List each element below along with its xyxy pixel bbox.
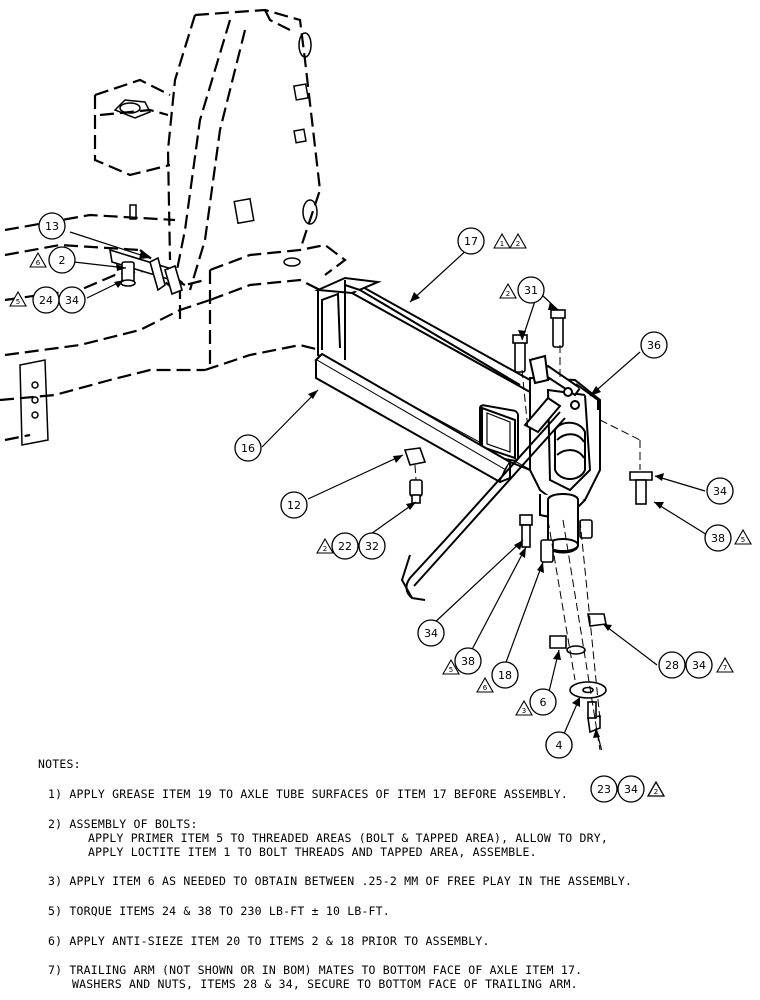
note-7-line-1: 7) TRAILING ARM (NOT SHOWN OR IN BOM) MA… — [48, 963, 583, 977]
callout-34-e: 34 — [617, 775, 645, 803]
callout-32-label: 32 — [365, 540, 379, 553]
note-2-line-2: APPLY LOCTITE ITEM 1 TO BOLT THREADS AND… — [88, 845, 537, 859]
note-6: 6) APPLY ANTI-SIEZE ITEM 20 TO ITEMS 2 &… — [48, 934, 490, 948]
callout-18-label: 18 — [498, 669, 512, 682]
callout-4-label-group: 4 — [545, 740, 573, 759]
callout-34-d-label: 34 — [692, 659, 706, 672]
callout-13-label: 13 — [45, 220, 59, 233]
flag-17-b: 2 — [509, 232, 527, 249]
tie-rod — [400, 396, 566, 601]
svg-text:2: 2 — [654, 788, 658, 796]
flag-38-b: 5 — [442, 658, 460, 675]
flag-31: 2 — [499, 282, 517, 299]
callout-28-label: 28 — [665, 659, 679, 672]
svg-text:2: 2 — [506, 290, 510, 298]
lower-callouts: 4 23 34 2 — [545, 740, 666, 803]
callout-balloons: 13 2 24 34 16 17 31 36 12 22 32 34 38 34… — [32, 212, 734, 750]
callout-23: 23 — [590, 775, 618, 803]
svg-text:2: 2 — [516, 240, 520, 248]
callout-24: 24 — [32, 286, 60, 314]
callout-4-label: 4 — [556, 740, 563, 752]
callout-17: 17 — [457, 227, 485, 255]
svg-text:6: 6 — [36, 259, 41, 267]
flag-6: 3 — [515, 699, 533, 716]
flag-24: 5 — [9, 290, 27, 307]
note-5: 5) TORQUE ITEMS 24 & 38 TO 230 LB-FT ± 1… — [48, 904, 390, 918]
callout-16: 16 — [234, 434, 262, 462]
callout-18: 18 — [491, 661, 519, 689]
callout-31: 31 — [517, 276, 545, 304]
centerlines — [414, 345, 641, 750]
arrowheads — [114, 251, 664, 738]
callout-22-label: 22 — [338, 540, 352, 553]
flag-17-a: 1 — [493, 232, 511, 249]
frame-details — [19, 32, 318, 446]
callout-34-e-label: 34 — [624, 783, 638, 796]
callout-38-b: 38 — [454, 647, 482, 675]
callout-34-c: 34 — [417, 619, 445, 647]
note-flags: 1 2 6 5 2 2 5 5 6 3 7 — [9, 232, 752, 716]
callout-23-label: 23 — [597, 783, 611, 796]
callout-6: 6 — [529, 688, 557, 716]
pin-item-2 — [108, 248, 183, 296]
svg-text:5: 5 — [16, 298, 20, 306]
callout-2: 2 — [48, 246, 76, 274]
flag-2: 6 — [29, 251, 47, 268]
flag-38-a: 5 — [734, 528, 752, 545]
callout-36-label: 36 — [647, 339, 661, 352]
svg-text:2: 2 — [323, 545, 327, 553]
callout-24-label: 24 — [39, 294, 53, 307]
callout-2-label: 2 — [59, 254, 66, 267]
callout-38-a-label: 38 — [711, 532, 725, 545]
callout-34-a: 34 — [58, 286, 86, 314]
svg-text:6: 6 — [483, 684, 488, 692]
note-2-title: 2) ASSEMBLY OF BOLTS: — [48, 817, 198, 831]
callout-34-d: 34 — [685, 651, 713, 679]
callout-22: 22 — [331, 532, 359, 560]
svg-text:5: 5 — [449, 666, 453, 674]
callout-17-label: 17 — [464, 235, 478, 248]
callout-34-b-label: 34 — [713, 485, 727, 498]
flag-22: 2 — [316, 537, 334, 554]
callout-38-b-label: 38 — [461, 655, 475, 668]
flag-23: 2 — [646, 780, 666, 797]
svg-text:5: 5 — [741, 536, 745, 544]
note-2-line-1: APPLY PRIMER ITEM 5 TO THREADED AREAS (B… — [88, 831, 609, 845]
callout-16-label: 16 — [241, 442, 255, 455]
svg-text:3: 3 — [522, 707, 526, 715]
flag-18: 6 — [476, 676, 494, 693]
callout-34-c-label: 34 — [424, 627, 438, 640]
callout-13: 13 — [38, 212, 66, 240]
callout-38-a: 38 — [704, 524, 732, 552]
flat-bar-item-16 — [314, 352, 512, 484]
svg-text:1: 1 — [500, 240, 504, 248]
exploded-assembly-drawing: 13 2 24 34 16 17 31 36 12 22 32 34 38 34… — [0, 8, 752, 750]
callout-32: 32 — [358, 532, 386, 560]
callout-34-a-label: 34 — [65, 294, 79, 307]
callout-6-label: 6 — [540, 696, 547, 709]
callout-31-label: 31 — [524, 284, 538, 297]
callout-36: 36 — [640, 331, 668, 359]
note-7-line-2: WASHERS AND NUTS, ITEMS 28 & 34, SECURE … — [72, 977, 578, 991]
svg-text:7: 7 — [723, 664, 727, 672]
note-3: 3) APPLY ITEM 6 AS NEEDED TO OBTAIN BETW… — [48, 874, 633, 888]
callout-12: 12 — [280, 491, 308, 519]
callout-28: 28 — [658, 651, 686, 679]
flag-28: 7 — [716, 656, 734, 673]
callout-34-b: 34 — [706, 477, 734, 505]
callout-12-label: 12 — [287, 499, 301, 512]
